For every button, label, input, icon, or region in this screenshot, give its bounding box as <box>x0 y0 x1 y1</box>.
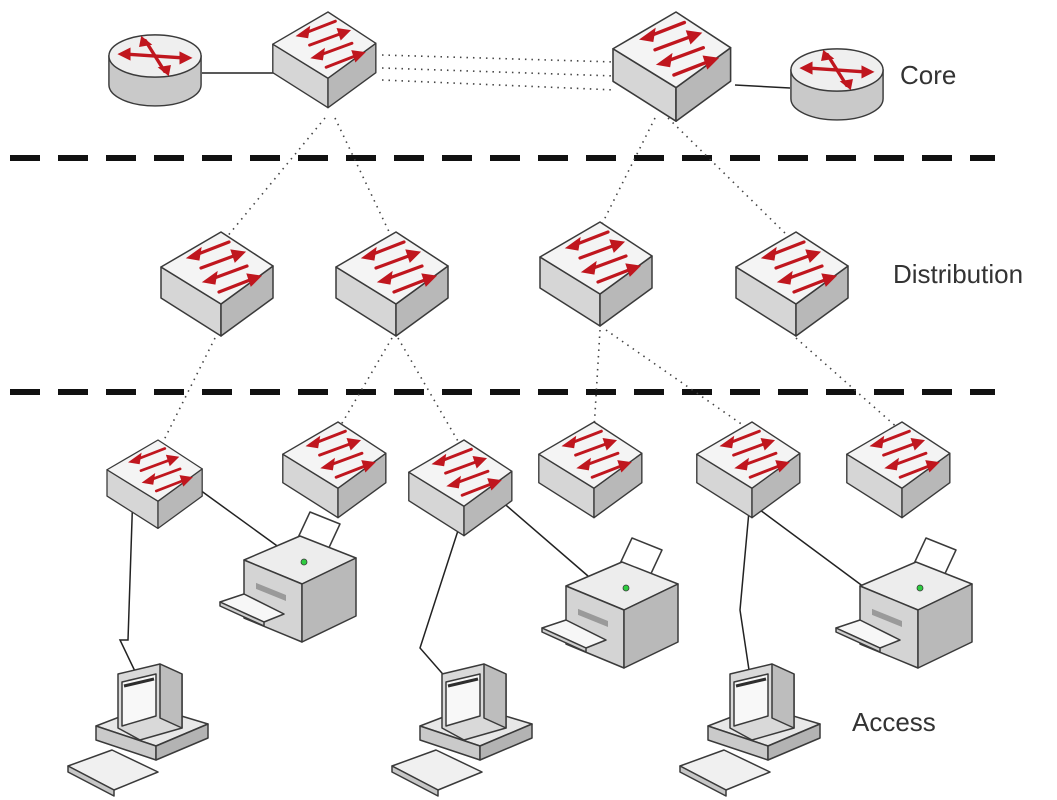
switch-icon <box>845 420 952 520</box>
printer-icon <box>219 511 357 643</box>
switch-icon <box>611 10 733 123</box>
switch-icon <box>407 438 514 538</box>
link-core-left-dist1 <box>225 117 326 239</box>
link-access1-printer1 <box>199 489 281 549</box>
router-icon <box>107 33 203 108</box>
link-dist1-access1 <box>159 337 216 449</box>
switch-icon <box>281 420 388 520</box>
link-core-switch-right-router-right <box>734 84 791 89</box>
core-layer-label: Core <box>900 60 956 90</box>
switch-icon <box>538 220 654 328</box>
link-access3-printer2 <box>499 499 589 577</box>
printer-icon <box>835 537 973 669</box>
access-layer-label: Access <box>852 707 936 737</box>
link-dist3-access5 <box>605 329 751 431</box>
link-access5-printer3 <box>759 509 869 591</box>
distribution-layer-label: Distribution <box>893 259 1023 289</box>
link-core-right-dist3 <box>599 117 656 229</box>
workstation-icon <box>678 662 822 798</box>
router-icon <box>789 47 885 122</box>
printer-icon <box>541 537 679 669</box>
switch-icon <box>734 230 850 338</box>
workstation-icon <box>66 662 210 798</box>
link-access1-pc1 <box>118 489 145 691</box>
switch-icon <box>159 230 275 338</box>
link-core-right-dist4 <box>667 117 791 239</box>
switch-icon <box>695 420 802 520</box>
switch-icon <box>105 438 204 530</box>
link-access3-pc2 <box>419 511 465 681</box>
workstation-icon <box>390 662 534 798</box>
link-core-interconnect-3 <box>381 79 616 91</box>
link-access5-pc3 <box>739 499 753 691</box>
dotted-links <box>159 54 901 449</box>
link-core-interconnect-2 <box>381 67 616 77</box>
link-dist2-access2 <box>337 337 393 431</box>
switch-icon <box>537 420 644 520</box>
link-dist3-access4 <box>593 329 601 431</box>
link-dist4-access6 <box>795 337 901 431</box>
switch-icon <box>271 10 378 110</box>
link-core-left-dist2 <box>334 117 393 239</box>
link-core-interconnect-1 <box>381 54 616 63</box>
switch-icon <box>334 230 450 338</box>
solid-links <box>118 72 869 691</box>
